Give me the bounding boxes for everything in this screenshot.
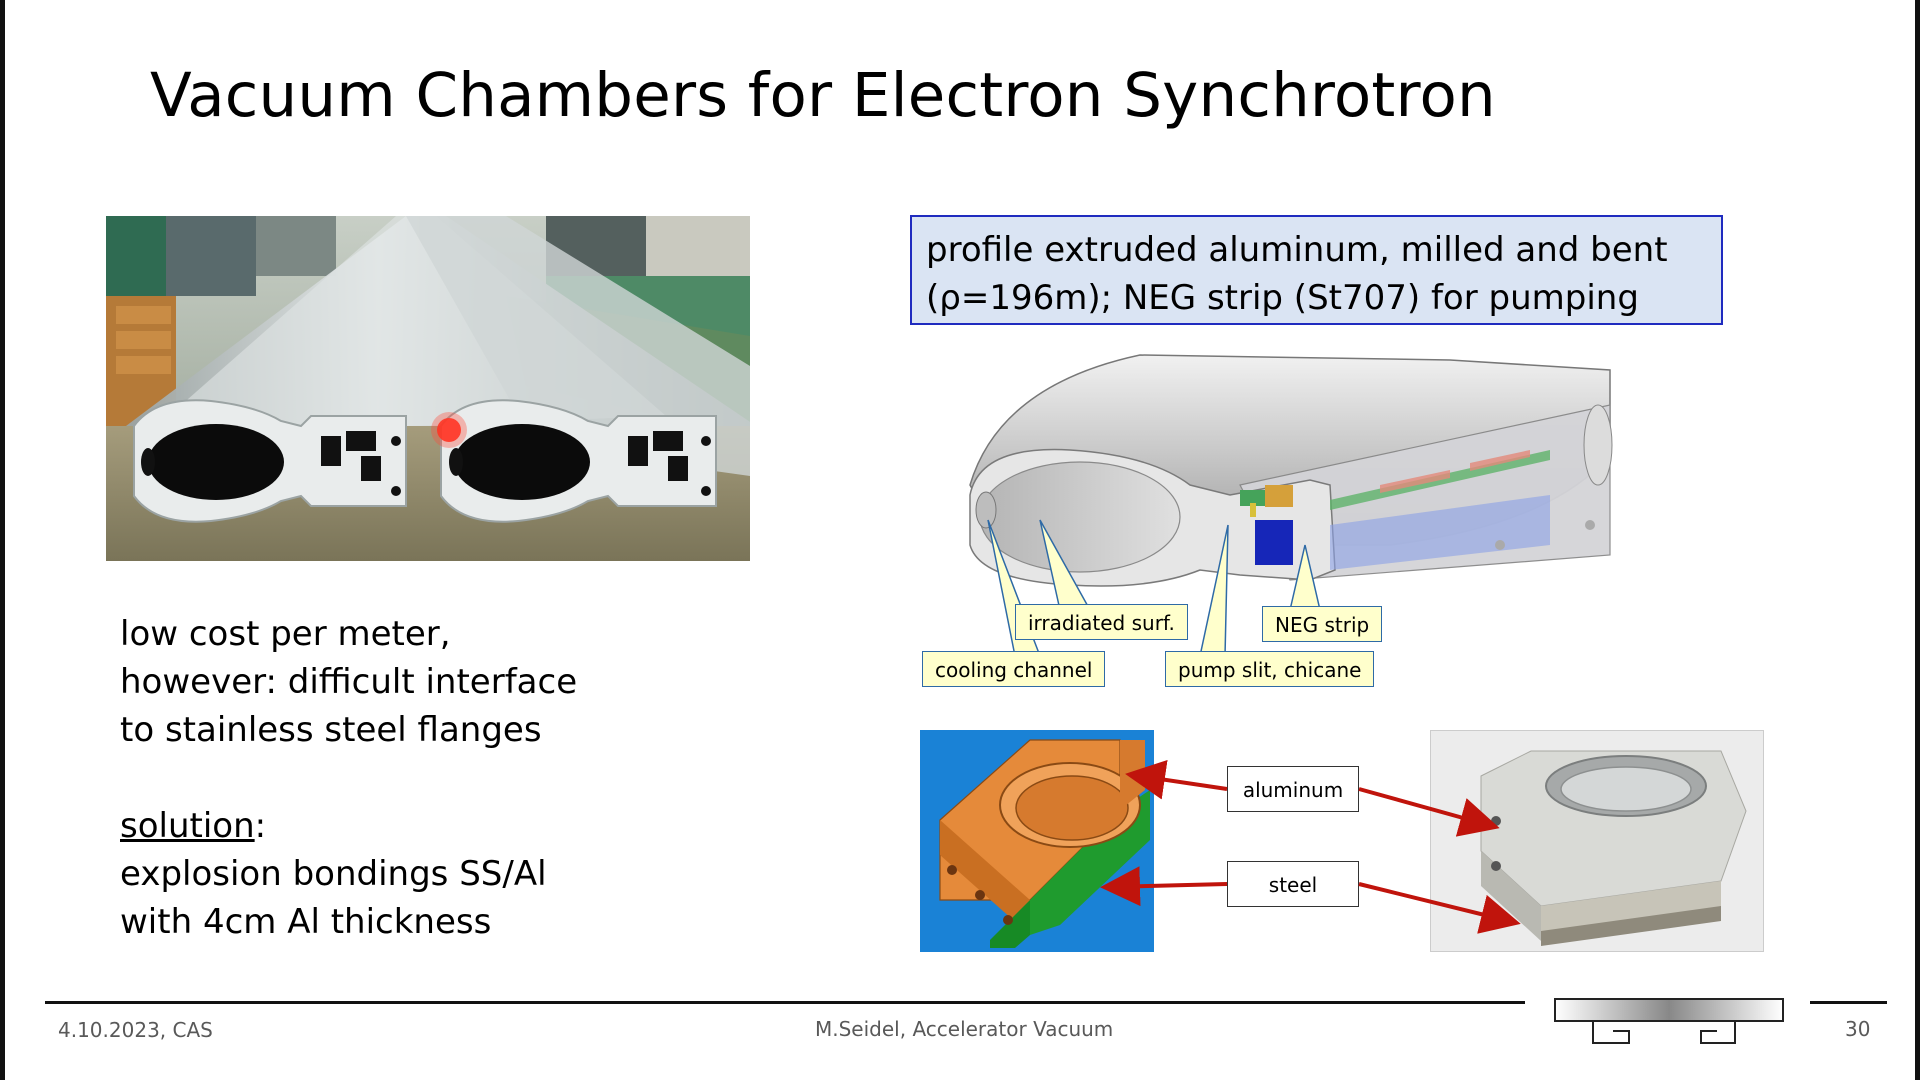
info-box-line-1: profile extruded aluminum, milled and be…: [926, 230, 1668, 270]
slide-title: Vacuum Chambers for Electron Synchrotron: [150, 60, 1496, 131]
aluminum-label: aluminum: [1227, 766, 1359, 812]
footer-divider-right: [1810, 1001, 1887, 1004]
extrusion-photo: [106, 216, 750, 561]
slide-right-edge: [1915, 0, 1920, 1080]
callout-pump-slit: pump slit, chicane: [1165, 651, 1375, 687]
solution-line-2: with 4cm Al thickness: [120, 902, 492, 942]
slide-left-edge: [0, 0, 5, 1080]
bonded-flange-cad: [920, 730, 1154, 952]
info-box-line-2: (ρ=196m); NEG strip (St707) for pumping: [926, 278, 1639, 318]
solution-heading: solution: [120, 806, 255, 846]
solution-colon: :: [254, 806, 267, 846]
footer-page-number: 30: [1845, 1017, 1871, 1041]
solution-line-1: explosion bondings SS/Al: [120, 854, 547, 894]
callout-cooling-channel: cooling channel: [922, 651, 1106, 687]
steel-label: steel: [1227, 861, 1359, 907]
text-line-3: to stainless steel flanges: [120, 710, 542, 750]
info-box: profile extruded aluminum, milled and be…: [910, 215, 1723, 325]
footer-author: M.Seidel, Accelerator Vacuum: [815, 1017, 1114, 1041]
text-line-2: however: difficult interface: [120, 662, 578, 702]
callout-irradiated-surface: irradiated surf.: [1015, 604, 1188, 640]
footer-divider: [45, 1001, 1525, 1004]
callout-neg-strip: NEG strip: [1262, 606, 1383, 642]
left-text-block: low cost per meter, however: difficult i…: [120, 610, 577, 946]
text-line-1: low cost per meter,: [120, 614, 451, 654]
vacuum-chamber-profile-logo-icon: [1553, 997, 1785, 1049]
footer-date: 4.10.2023, CAS: [58, 1018, 213, 1042]
chamber-cad-diagram: [910, 345, 1630, 695]
solution-line: solution:: [120, 802, 577, 850]
bonded-flange-photo: [1430, 730, 1764, 952]
